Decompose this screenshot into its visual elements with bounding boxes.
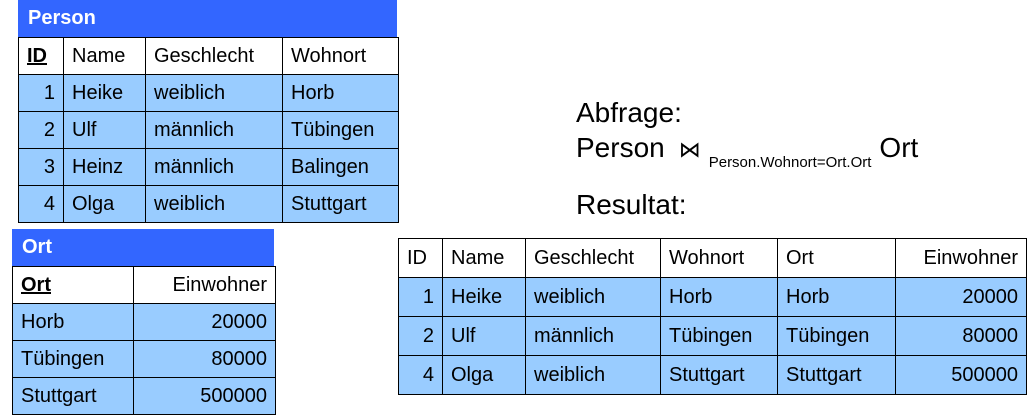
cell-geschlecht: weiblich <box>525 277 661 317</box>
cell-geschlecht: männlich <box>145 111 283 149</box>
cell-einwohner: 500000 <box>133 377 276 415</box>
cell-ort: Tübingen <box>12 340 134 378</box>
column-header-id: ID <box>398 238 443 278</box>
cell-geschlecht: weiblich <box>145 74 283 112</box>
cell-geschlecht: weiblich <box>525 355 661 395</box>
cell-wohnort: Stuttgart <box>282 185 399 223</box>
cell-id: 1 <box>398 277 443 317</box>
cell-id: 3 <box>18 148 64 186</box>
person-table-title: Person <box>18 0 397 37</box>
table-row: Tübingen 80000 <box>12 340 276 378</box>
cell-name: Heike <box>63 74 146 112</box>
cell-einwohner: 20000 <box>895 277 1027 317</box>
cell-ort: Tübingen <box>777 316 896 356</box>
cell-wohnort: Balingen <box>282 148 399 186</box>
table-row: 1 Heike weiblich Horb Horb 20000 <box>398 277 1027 317</box>
ort-table-title: Ort <box>12 229 274 266</box>
cell-einwohner: 20000 <box>133 303 276 341</box>
cell-name: Ulf <box>63 111 146 149</box>
cell-ort: Stuttgart <box>12 377 134 415</box>
table-row: 4 Olga weiblich Stuttgart Stuttgart 5000… <box>398 355 1027 395</box>
table-header-row: Ort Einwohner <box>12 266 276 304</box>
column-header-einwohner: Einwohner <box>133 266 276 304</box>
cell-geschlecht: weiblich <box>145 185 283 223</box>
table-row: 4 Olga weiblich Stuttgart <box>18 185 399 223</box>
column-header-name: Name <box>63 37 146 75</box>
query-right-relation: Ort <box>879 132 919 163</box>
table-header-row: ID Name Geschlecht Wohnort <box>18 37 399 75</box>
table-row: 2 Ulf männlich Tübingen <box>18 111 399 149</box>
cell-id: 2 <box>398 316 443 356</box>
result-label: Resultat: <box>576 189 687 220</box>
cell-name: Ulf <box>442 316 526 356</box>
query-label: Abfrage: <box>576 97 682 128</box>
cell-name: Heike <box>442 277 526 317</box>
cell-ort: Stuttgart <box>777 355 896 395</box>
cell-name: Olga <box>63 185 146 223</box>
query-left-relation: Person <box>576 132 665 163</box>
cell-geschlecht: männlich <box>145 148 283 186</box>
column-header-geschlecht: Geschlecht <box>525 238 661 278</box>
column-header-id: ID <box>18 37 64 75</box>
table-row: 1 Heike weiblich Horb <box>18 74 399 112</box>
table-row: 3 Heinz männlich Balingen <box>18 148 399 186</box>
cell-einwohner: 80000 <box>895 316 1027 356</box>
column-header-ort: Ort <box>777 238 896 278</box>
cell-einwohner: 80000 <box>133 340 276 378</box>
cell-geschlecht: männlich <box>525 316 661 356</box>
table-header-row: ID Name Geschlecht Wohnort Ort Einwohner <box>398 238 1027 278</box>
cell-wohnort: Horb <box>660 277 778 317</box>
person-table: ID Name Geschlecht Wohnort 1 Heike weibl… <box>18 37 399 223</box>
cell-name: Olga <box>442 355 526 395</box>
join-condition: Person.Wohnort=Ort.Ort <box>708 154 872 171</box>
table-row: Horb 20000 <box>12 303 276 341</box>
table-row: 2 Ulf männlich Tübingen Tübingen 80000 <box>398 316 1027 356</box>
cell-id: 4 <box>18 185 64 223</box>
cell-wohnort: Stuttgart <box>660 355 778 395</box>
column-header-ort: Ort <box>12 266 134 304</box>
cell-ort: Horb <box>777 277 896 317</box>
column-header-name: Name <box>442 238 526 278</box>
cell-einwohner: 500000 <box>895 355 1027 395</box>
column-header-wohnort: Wohnort <box>282 37 399 75</box>
column-header-geschlecht: Geschlecht <box>145 37 283 75</box>
cell-id: 1 <box>18 74 64 112</box>
query-expression: Person ⋈ Person.Wohnort=Ort.Ort Ort <box>576 132 919 171</box>
natural-join-icon: ⋈ <box>678 137 701 162</box>
cell-id: 4 <box>398 355 443 395</box>
table-row: Stuttgart 500000 <box>12 377 276 415</box>
cell-wohnort: Tübingen <box>282 111 399 149</box>
cell-wohnort: Horb <box>282 74 399 112</box>
ort-table: Ort Einwohner Horb 20000 Tübingen 80000 … <box>12 266 276 415</box>
cell-id: 2 <box>18 111 64 149</box>
cell-name: Heinz <box>63 148 146 186</box>
column-header-einwohner: Einwohner <box>895 238 1027 278</box>
cell-ort: Horb <box>12 303 134 341</box>
result-table: ID Name Geschlecht Wohnort Ort Einwohner… <box>398 238 1027 395</box>
column-header-wohnort: Wohnort <box>660 238 778 278</box>
cell-wohnort: Tübingen <box>660 316 778 356</box>
